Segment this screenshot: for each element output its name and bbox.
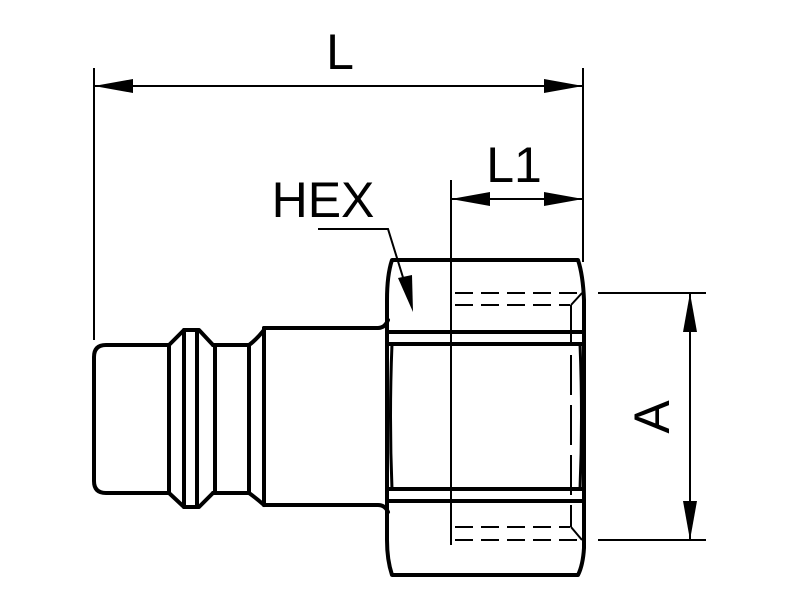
label-l: L bbox=[326, 24, 354, 80]
leader-line bbox=[318, 228, 411, 301]
hex-side-right bbox=[578, 343, 583, 490]
collar-top bbox=[167, 328, 215, 347]
arrow-down-icon bbox=[683, 501, 697, 540]
plug-nose bbox=[92, 343, 171, 495]
body-fillet-bottom bbox=[247, 491, 266, 507]
body-top bbox=[262, 318, 390, 330]
arrow-right-icon bbox=[544, 192, 583, 206]
leader-arrow-icon bbox=[398, 275, 413, 312]
label-a: A bbox=[624, 400, 680, 434]
arrow-left-icon bbox=[451, 192, 490, 206]
dimension-a: A bbox=[598, 292, 706, 541]
thread-chamfer-bottom bbox=[570, 526, 583, 541]
arrow-right-icon bbox=[544, 79, 583, 93]
dimension-l1: L1 bbox=[450, 137, 583, 545]
label-hex: HEX bbox=[272, 172, 375, 228]
hex-side-left bbox=[389, 343, 394, 490]
label-l1: L1 bbox=[486, 137, 542, 193]
hidden-thread bbox=[455, 292, 583, 541]
arrow-up-icon bbox=[683, 293, 697, 332]
dimension-l: L bbox=[93, 24, 584, 340]
hex-nut bbox=[385, 258, 586, 577]
collar-bottom bbox=[167, 491, 215, 509]
hex-callout: HEX bbox=[272, 172, 413, 312]
arrow-left-icon bbox=[94, 79, 133, 93]
hex-outline bbox=[385, 258, 586, 577]
body-bottom bbox=[262, 503, 390, 514]
body-fillet-top bbox=[247, 328, 266, 347]
plug-body bbox=[92, 318, 390, 514]
thread-chamfer-top bbox=[570, 292, 583, 306]
